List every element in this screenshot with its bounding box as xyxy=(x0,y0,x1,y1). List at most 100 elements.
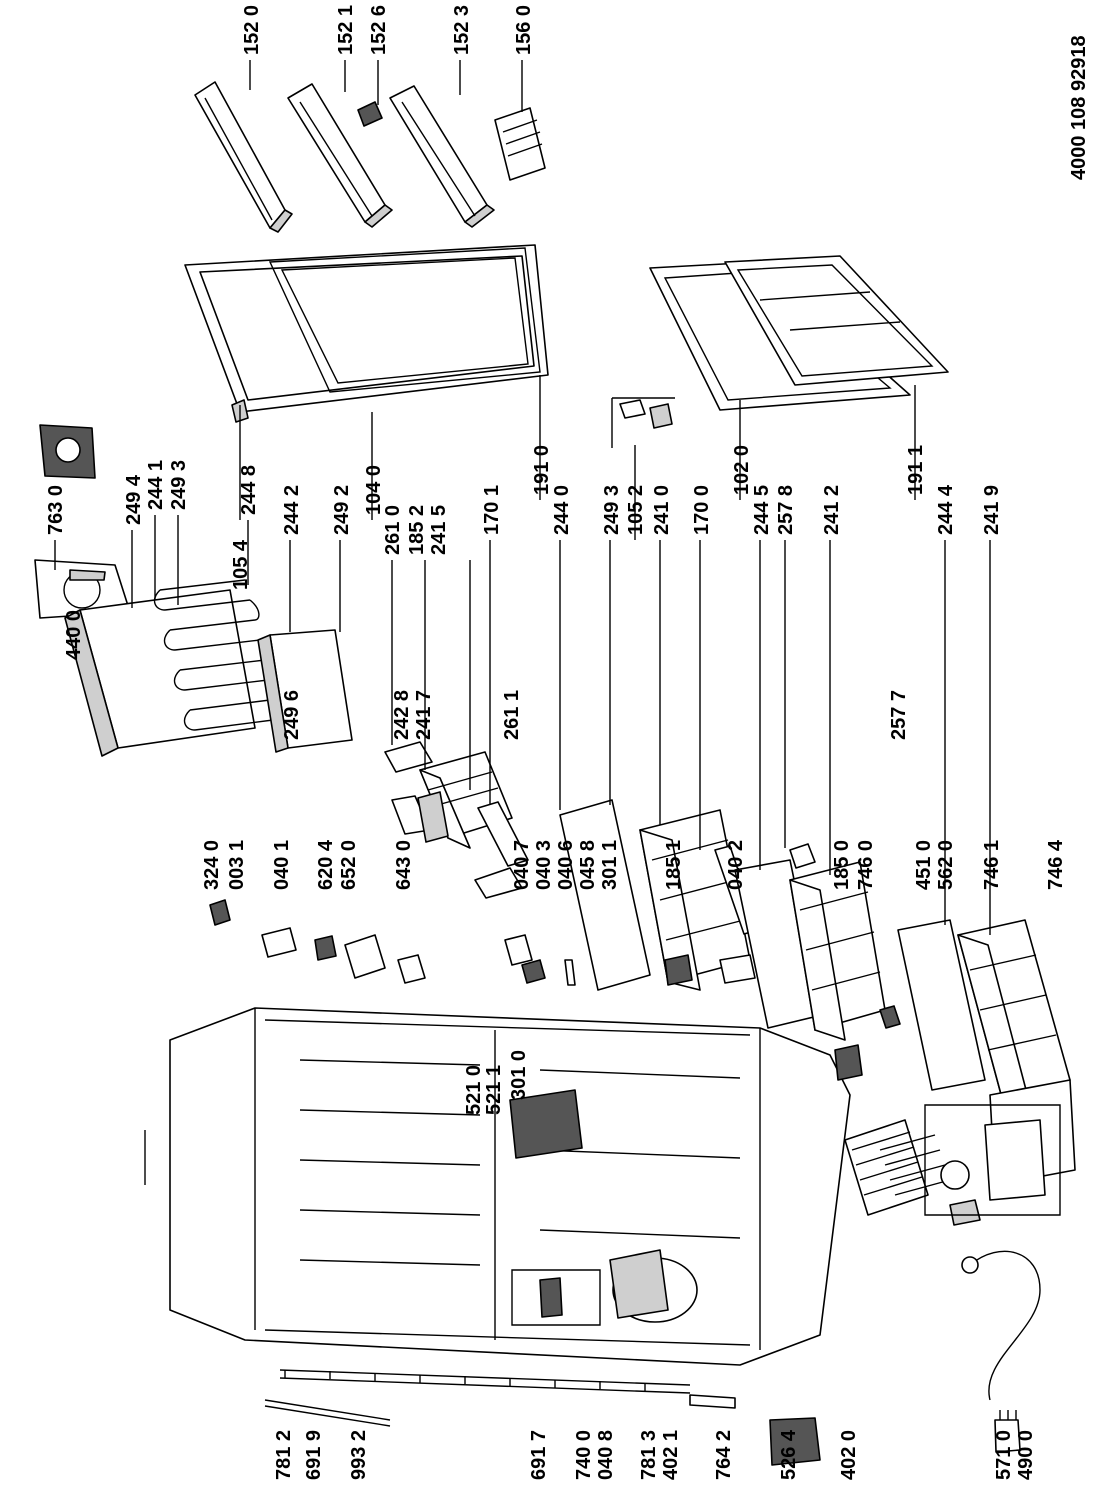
part-0402 xyxy=(719,954,756,984)
label-1523: 152 3 xyxy=(451,5,473,55)
label-2492: 249 2 xyxy=(331,485,353,535)
part-3240 xyxy=(209,899,231,926)
label-3011: 301 1 xyxy=(599,840,621,890)
power-cable-4900 xyxy=(961,1250,1041,1401)
label-2410: 241 0 xyxy=(651,485,673,535)
label-4510: 451 0 xyxy=(913,840,935,890)
label-1020: 102 0 xyxy=(731,445,753,495)
label-1521: 152 1 xyxy=(335,5,357,55)
fan-cover-7630 xyxy=(34,559,131,619)
label-2442: 244 2 xyxy=(281,485,303,535)
board-3010 xyxy=(509,1089,583,1159)
door-bin-1521 xyxy=(287,83,393,228)
evaporator-assembly-7460 xyxy=(844,1119,929,1216)
door-bin-1523 xyxy=(389,85,495,228)
label-1040: 104 0 xyxy=(363,465,385,515)
label-2496: 249 6 xyxy=(281,690,303,740)
label-0407: 040 7 xyxy=(511,840,533,890)
tray-2417 xyxy=(417,791,449,843)
pipe-7812 xyxy=(264,1399,391,1427)
label-2428: 242 8 xyxy=(391,690,413,740)
part-0401 xyxy=(261,927,297,958)
part-6430 xyxy=(397,954,426,984)
label-7400: 740 0 xyxy=(573,1430,595,1480)
label-2611: 261 1 xyxy=(501,690,523,740)
label-2444: 244 4 xyxy=(935,484,957,535)
door-gasket-1910 xyxy=(268,247,541,393)
label-2610: 261 0 xyxy=(382,505,404,555)
terminal-5710 xyxy=(994,1410,1021,1453)
freezer-drawer-2419 xyxy=(957,919,1071,1106)
condenser-7400 xyxy=(279,1369,691,1394)
label-0408: 040 8 xyxy=(595,1430,617,1480)
label-2493a: 249 3 xyxy=(168,460,190,510)
label-7461: 746 1 xyxy=(981,840,1003,890)
label-5620: 562 0 xyxy=(935,840,957,890)
label-6520: 652 0 xyxy=(338,840,360,890)
label-4900: 490 0 xyxy=(1015,1430,1037,1480)
freezer-drawer-2412 xyxy=(789,861,886,1041)
assembly-7461 xyxy=(924,1104,1061,1216)
document-number: 4000 108 92918 xyxy=(1068,35,1090,180)
part-6520 xyxy=(344,934,386,979)
label-4400: 440 0 xyxy=(63,610,85,660)
label-3010: 301 0 xyxy=(508,1050,530,1100)
thermostat-4400 xyxy=(39,424,96,479)
label-7460: 746 0 xyxy=(855,840,877,890)
label-2419: 241 9 xyxy=(981,485,1003,535)
label-6917: 691 7 xyxy=(528,1430,550,1480)
label-2440: 244 0 xyxy=(551,485,573,535)
label-1850: 185 0 xyxy=(831,840,853,890)
label-0403: 040 3 xyxy=(533,840,555,890)
relay-5264 xyxy=(769,1417,821,1466)
part-0458 xyxy=(564,959,576,986)
shelf-2441 xyxy=(64,589,256,757)
label-7642: 764 2 xyxy=(713,1430,735,1480)
heater-4510 xyxy=(879,1134,951,1196)
part-labels: 152 0 152 1 152 6 152 3 156 0 763 0 249 … xyxy=(45,5,1090,1480)
label-0406: 040 6 xyxy=(555,840,577,890)
label-1054: 105 4 xyxy=(230,539,252,590)
freezer-gasket-1911 xyxy=(724,255,949,386)
part-0407 xyxy=(504,934,533,966)
part-1850 xyxy=(834,1044,863,1081)
label-4020: 402 0 xyxy=(838,1430,860,1480)
label-1560: 156 0 xyxy=(513,5,535,55)
label-0401: 040 1 xyxy=(271,840,293,890)
label-2494: 249 4 xyxy=(123,474,145,525)
label-5264: 526 4 xyxy=(778,1429,800,1480)
label-7813: 781 3 xyxy=(638,1430,660,1480)
hinge-1052 xyxy=(611,397,675,448)
part-6917 xyxy=(511,1269,601,1326)
label-2441: 244 1 xyxy=(145,460,167,510)
cover-2611 xyxy=(474,867,523,899)
label-2577: 257 7 xyxy=(888,690,910,740)
label-1700: 170 0 xyxy=(691,485,713,535)
label-0031: 003 1 xyxy=(226,840,248,890)
filter-dryer-7642 xyxy=(689,1394,736,1409)
label-7630: 763 0 xyxy=(45,485,67,535)
fridge-door-1040 xyxy=(184,244,549,413)
label-5211: 521 1 xyxy=(483,1065,505,1115)
handle-2578 xyxy=(789,843,816,869)
label-7464: 746 4 xyxy=(1045,839,1067,890)
rail-1701 xyxy=(477,801,529,867)
label-2493b: 249 3 xyxy=(601,485,623,535)
freezer-shelf-2444 xyxy=(897,919,986,1091)
clip-1526 xyxy=(357,101,383,127)
part-0403 xyxy=(521,959,546,984)
label-2445: 244 5 xyxy=(751,485,773,535)
label-6430: 643 0 xyxy=(393,840,415,890)
label-1911: 191 1 xyxy=(905,445,927,495)
leader-lines xyxy=(54,60,991,1185)
label-6919: 691 9 xyxy=(303,1430,325,1480)
label-1526: 152 6 xyxy=(368,5,390,55)
label-2578: 257 8 xyxy=(775,485,797,535)
cabinet-0031 xyxy=(169,1007,851,1366)
label-0458: 045 8 xyxy=(577,840,599,890)
label-2415: 241 5 xyxy=(428,505,450,555)
label-0402: 040 2 xyxy=(725,840,747,890)
cover-2610 xyxy=(384,741,433,773)
